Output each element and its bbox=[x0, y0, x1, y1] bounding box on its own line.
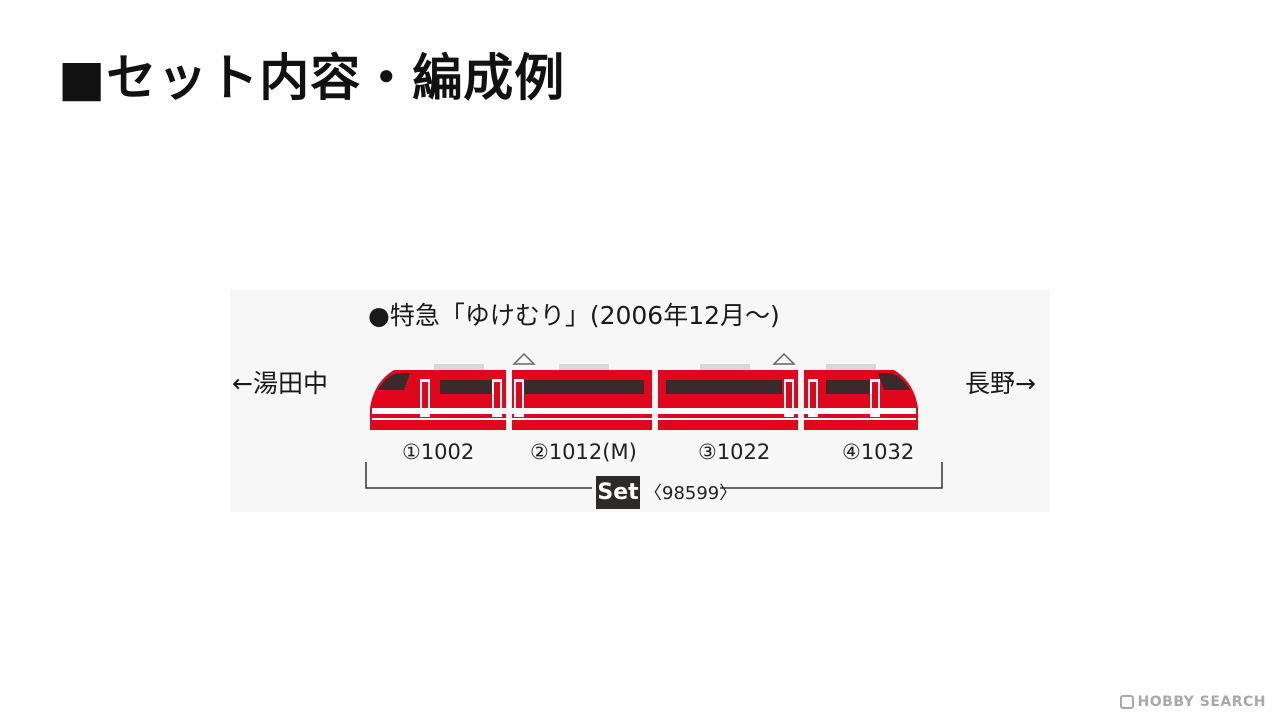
page-title: ■セット内容・編成例 bbox=[58, 49, 566, 107]
car-label-2: ②1012(M) bbox=[530, 440, 637, 464]
car-label-4: ④1032 bbox=[842, 440, 915, 464]
car-label-1: ①1002 bbox=[402, 440, 475, 464]
direction-right: 長野→ bbox=[965, 369, 1036, 398]
watermark-text: HOBBY SEARCH bbox=[1137, 694, 1266, 710]
train-illustration bbox=[370, 352, 918, 430]
formation-title: ●特急「ゆけむり」(2006年12月〜) bbox=[368, 301, 780, 330]
car-2 bbox=[512, 352, 652, 430]
car-1 bbox=[370, 364, 506, 430]
car-4 bbox=[804, 364, 918, 430]
direction-left: ←湯田中 bbox=[232, 369, 328, 398]
hobby-search-logo-icon bbox=[1119, 695, 1134, 709]
watermark: HOBBY SEARCH bbox=[1119, 694, 1266, 710]
set-bracket bbox=[365, 462, 943, 489]
set-code: 〈98599〉 bbox=[644, 483, 738, 504]
car-label-3: ③1022 bbox=[698, 440, 771, 464]
car-3 bbox=[658, 352, 798, 430]
set-badge: Set bbox=[596, 476, 640, 509]
